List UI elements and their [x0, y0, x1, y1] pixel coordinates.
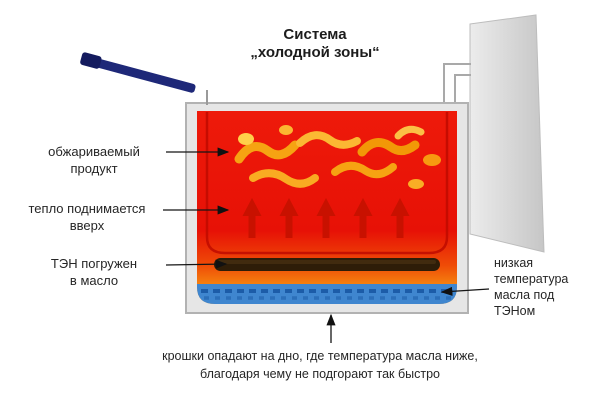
- cold-zone: [197, 284, 457, 304]
- basket-outline: [205, 112, 449, 255]
- food-particles: [234, 125, 441, 189]
- label-line: низкая: [494, 256, 534, 270]
- label-line: температура: [494, 272, 569, 286]
- heating-element: [214, 258, 440, 271]
- label-low-temperature: низкая температура масла под ТЭНом: [494, 255, 596, 319]
- callout-arrows: [163, 147, 490, 343]
- basket-handle: [80, 52, 196, 93]
- title-line: Система: [283, 26, 347, 43]
- caption-line: благодаря чему не подгорают так быстро: [199, 366, 441, 381]
- label-line: вверх: [69, 218, 105, 233]
- label-line: масла под: [494, 288, 555, 302]
- control-panel: [469, 14, 545, 253]
- heat-rise-arrows: [242, 198, 410, 238]
- label-heat-rises: тепло поднимается вверх: [12, 200, 162, 234]
- title-line: „холодной зоны“: [250, 44, 380, 61]
- label-line: ТЭН погружен: [50, 256, 138, 271]
- label-line: обжариваемый: [48, 144, 140, 159]
- label-line: тепло поднимается: [28, 201, 146, 216]
- label-line: продукт: [70, 161, 118, 176]
- arrow-heater: [165, 259, 228, 269]
- arrow-low-temp: [440, 286, 490, 296]
- label-fried-product: обжариваемый продукт: [25, 143, 163, 177]
- caption-crumbs: крошки опадают на дно, где температура м…: [110, 348, 530, 383]
- label-heating-element: ТЭН погружен в масло: [25, 255, 163, 289]
- caption-line: крошки опадают на дно, где температура м…: [162, 349, 478, 363]
- connector-pipes: [443, 63, 471, 104]
- label-line: ТЭНом: [494, 304, 536, 318]
- label-line: в масло: [69, 273, 119, 288]
- diagram-title: Система „холодной зоны“: [220, 26, 410, 62]
